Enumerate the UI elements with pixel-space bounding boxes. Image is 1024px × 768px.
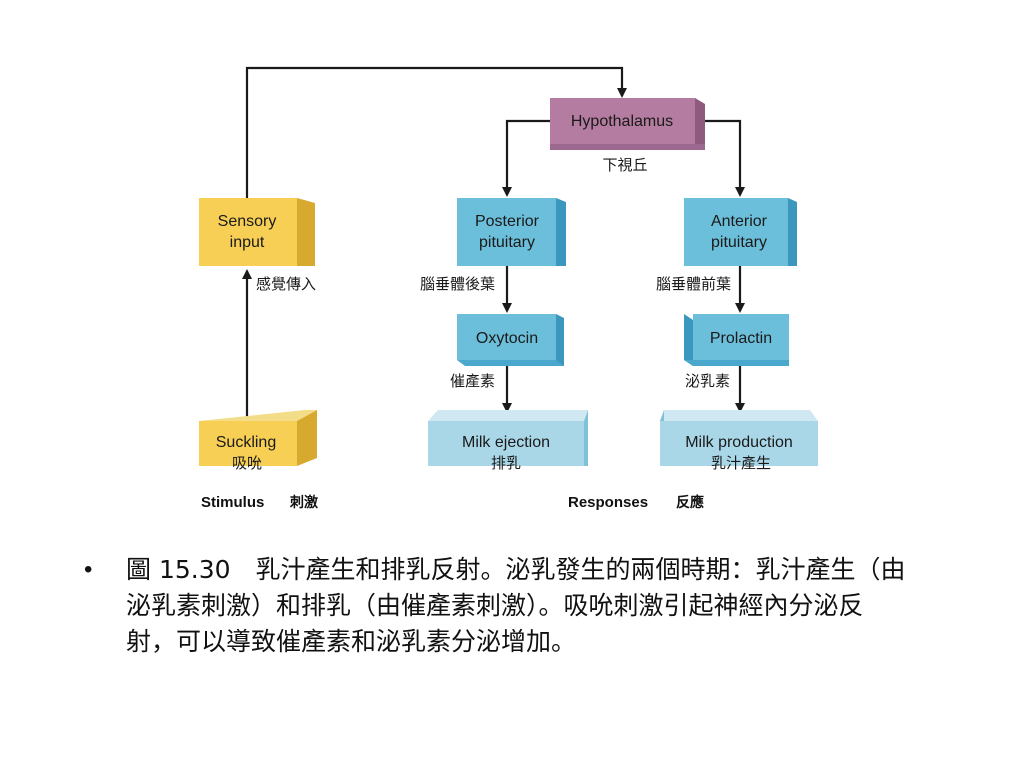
- caption-text: 圖 15.30 乳汁產生和排乳反射。泌乳發生的兩個時期：乳汁產生（由泌乳素刺激）…: [126, 555, 906, 656]
- posterior-pituitary-node: Posterior pituitary 腦垂體後葉: [420, 198, 566, 293]
- anterior-label-line2: pituitary: [711, 234, 767, 251]
- prolactin-node: Prolactin 泌乳素: [684, 314, 789, 390]
- oxytocin-label: Oxytocin: [476, 330, 538, 347]
- responses-label: Responses: [568, 494, 648, 511]
- anterior-pituitary-node: Anterior pituitary 腦垂體前葉: [656, 198, 797, 293]
- suckling-label: Suckling: [216, 434, 276, 451]
- figure-caption: • 圖 15.30 乳汁產生和排乳反射。泌乳發生的兩個時期：乳汁產生（由泌乳素刺…: [84, 552, 924, 660]
- milk-ejection-label: Milk ejection: [462, 434, 550, 451]
- hypothalamus-to-posterior-arrow: [502, 119, 550, 197]
- posterior-cn-label: 腦垂體後葉: [420, 275, 495, 293]
- feedback-arrow: [245, 66, 627, 198]
- anterior-cn-label: 腦垂體前葉: [656, 275, 731, 293]
- stimulus-label: Stimulus: [201, 494, 264, 511]
- milk-ejection-node: Milk ejection 排乳: [428, 410, 588, 472]
- responses-cn-label: 反應: [676, 494, 704, 511]
- milk-production-node: Milk production 乳汁產生: [660, 410, 818, 472]
- sensory-input-node: Sensory input 感覺傳入: [199, 198, 316, 293]
- milk-production-cn-label: 乳汁產生: [711, 454, 771, 472]
- hypothalamus-label: Hypothalamus: [571, 113, 673, 130]
- milk-ejection-cn-label: 排乳: [491, 454, 521, 472]
- suckling-node: Suckling 吸吮: [199, 410, 317, 472]
- prolactin-label: Prolactin: [710, 330, 772, 347]
- sensory-label-line2: input: [230, 234, 265, 251]
- lactation-reflex-diagram: Hypothalamus 下視丘 Sensory input 感覺傳入 Post…: [199, 66, 818, 511]
- section-labels: Stimulus 刺激 Responses 反應: [201, 494, 704, 511]
- caption-bullet: •: [84, 556, 93, 583]
- oxytocin-node: Oxytocin 催產素: [450, 314, 564, 390]
- suckling-cn-label: 吸吮: [232, 454, 262, 472]
- posterior-label-line2: pituitary: [479, 234, 535, 251]
- hypothalamus-cn-label: 下視丘: [602, 156, 647, 174]
- milk-production-label: Milk production: [685, 434, 793, 451]
- sensory-cn-label: 感覺傳入: [256, 275, 316, 293]
- hypothalamus-to-anterior-arrow: [695, 119, 745, 197]
- hypothalamus-node: Hypothalamus 下視丘: [550, 98, 705, 174]
- posterior-label-line1: Posterior: [475, 213, 540, 230]
- connectors: [242, 66, 745, 418]
- oxytocin-cn-label: 催產素: [450, 372, 495, 390]
- stimulus-cn-label: 刺激: [290, 494, 318, 511]
- anterior-label-line1: Anterior: [711, 213, 768, 230]
- sensory-label-line1: Sensory: [218, 213, 277, 230]
- prolactin-cn-label: 泌乳素: [685, 372, 730, 390]
